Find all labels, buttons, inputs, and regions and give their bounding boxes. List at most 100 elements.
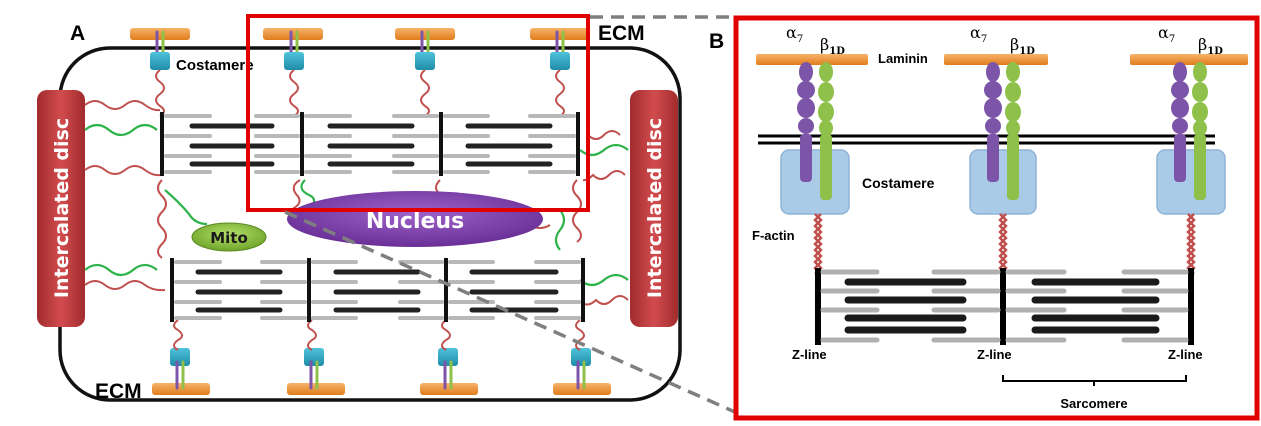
alpha-symbol: α — [786, 23, 797, 42]
costamere-unit — [304, 348, 324, 390]
costamere-unit — [438, 348, 458, 390]
factin-strand — [998, 213, 1008, 275]
intercalated-disc-right: Intercalated disc — [630, 90, 678, 327]
thin-filaments — [820, 269, 1189, 343]
z-line-label: Z-line — [1168, 347, 1203, 362]
alpha-sub: 7 — [797, 34, 803, 45]
titin-spring — [587, 130, 621, 140]
ecm-label-bottom: ECM — [95, 380, 142, 403]
beta1d-label: β1D — [1198, 35, 1223, 57]
alpha-symbol: α — [1158, 23, 1169, 42]
connector-bottom — [284, 210, 736, 414]
costamere-block — [1156, 149, 1226, 215]
z-line-label: Z-line — [977, 347, 1012, 362]
ecm-bar — [395, 28, 455, 40]
integrin-pair-2 — [984, 62, 1021, 200]
titin-spring — [555, 69, 565, 117]
svg-text:β1D: β1D — [820, 35, 845, 57]
factin-label: F-actin — [752, 228, 795, 243]
sarcomere-bracket — [1002, 375, 1187, 386]
green-link — [579, 273, 629, 287]
costamere-block — [780, 149, 850, 215]
titin-spring — [173, 319, 183, 351]
svg-text:α7: α7 — [970, 23, 987, 45]
beta-symbol: β — [820, 35, 829, 54]
mito-label: Mito — [210, 229, 248, 247]
titin-spring — [441, 319, 451, 351]
titin-spring — [575, 319, 585, 351]
nucleus-label: Nucleus — [366, 209, 464, 234]
laminin-label: Laminin — [878, 51, 928, 66]
ecm-bar — [553, 383, 611, 395]
costameres-bottom — [170, 348, 591, 390]
panel-a: Intercalated disc Intercalated disc — [37, 14, 682, 403]
alpha-symbol: α — [970, 23, 981, 42]
titin-spring — [307, 319, 317, 351]
laminin-bar — [756, 54, 868, 65]
costamere-unit — [170, 348, 190, 390]
intercalated-disc-left: Intercalated disc — [37, 90, 85, 327]
beta-sub: 1D — [1019, 46, 1035, 57]
ecm-bar — [263, 28, 323, 40]
titin-spring — [84, 100, 161, 112]
intercalated-disc-right-label: Intercalated disc — [644, 118, 666, 298]
ecm-bar — [420, 383, 478, 395]
green-link — [84, 263, 158, 277]
factin-strand — [1186, 213, 1196, 275]
thick-filaments — [844, 278, 1160, 334]
costamere-unit — [571, 348, 591, 390]
costameres-top — [150, 30, 570, 70]
titin-spring — [289, 69, 299, 117]
ecm-bars-top — [130, 28, 590, 40]
alpha7-label: α7 — [970, 23, 987, 45]
panel-b: B α7 β1D α7 β1D α7 β1D Laminin Costamere… — [709, 15, 1260, 421]
zoom-connectors — [284, 15, 736, 414]
costamere-unit — [150, 30, 170, 70]
zoom-highlight-box — [246, 14, 590, 212]
costamere-label-a: Costamere — [176, 57, 254, 74]
beta-symbol: β — [1010, 35, 1019, 54]
alpha7-label: α7 — [1158, 23, 1175, 45]
ecm-bar — [152, 383, 210, 395]
panel-b-label: B — [709, 30, 724, 53]
titin-spring — [420, 69, 430, 117]
integrin-pair-3 — [1171, 62, 1208, 200]
titin-spring — [583, 295, 629, 306]
beta-sub: 1D — [1207, 46, 1223, 57]
costamere-unit — [550, 30, 570, 70]
costamere-unit — [284, 30, 304, 70]
alpha-sub: 7 — [1169, 34, 1175, 45]
intercalated-disc-left-label: Intercalated disc — [51, 118, 73, 298]
titin-spring — [155, 69, 165, 117]
ecm-bar — [130, 28, 190, 40]
green-links — [84, 123, 629, 287]
mitochondrion: Mito — [191, 222, 267, 252]
myofibril-bottom — [170, 258, 585, 322]
ecm-bars-bottom — [152, 383, 611, 395]
svg-text:α7: α7 — [1158, 23, 1175, 45]
myofibril-top — [160, 112, 580, 176]
factin-strands — [813, 213, 1196, 275]
svg-text:β1D: β1D — [1198, 35, 1223, 57]
beta-sub: 1D — [829, 46, 845, 57]
costamere-block — [969, 149, 1037, 215]
alpha7-label: α7 — [786, 23, 803, 45]
titin-spring — [157, 179, 167, 259]
alpha-sub: 7 — [981, 34, 987, 45]
factin-strand — [813, 213, 823, 275]
green-link — [554, 209, 566, 251]
beta1d-label: β1D — [820, 35, 845, 57]
nucleus: Nucleus — [287, 191, 543, 247]
ecm-bar — [530, 28, 590, 40]
laminin-bar — [944, 54, 1048, 65]
green-link — [300, 179, 316, 205]
costamere-unit — [415, 30, 435, 70]
ecm-label-top: ECM — [598, 22, 645, 45]
green-link — [84, 123, 158, 137]
svg-text:α7: α7 — [786, 23, 803, 45]
sarcomere-label: Sarcomere — [1060, 396, 1127, 411]
panel-a-label: A — [70, 22, 85, 45]
z-line-label: Z-line — [792, 347, 827, 362]
factin-strand — [1186, 213, 1196, 275]
